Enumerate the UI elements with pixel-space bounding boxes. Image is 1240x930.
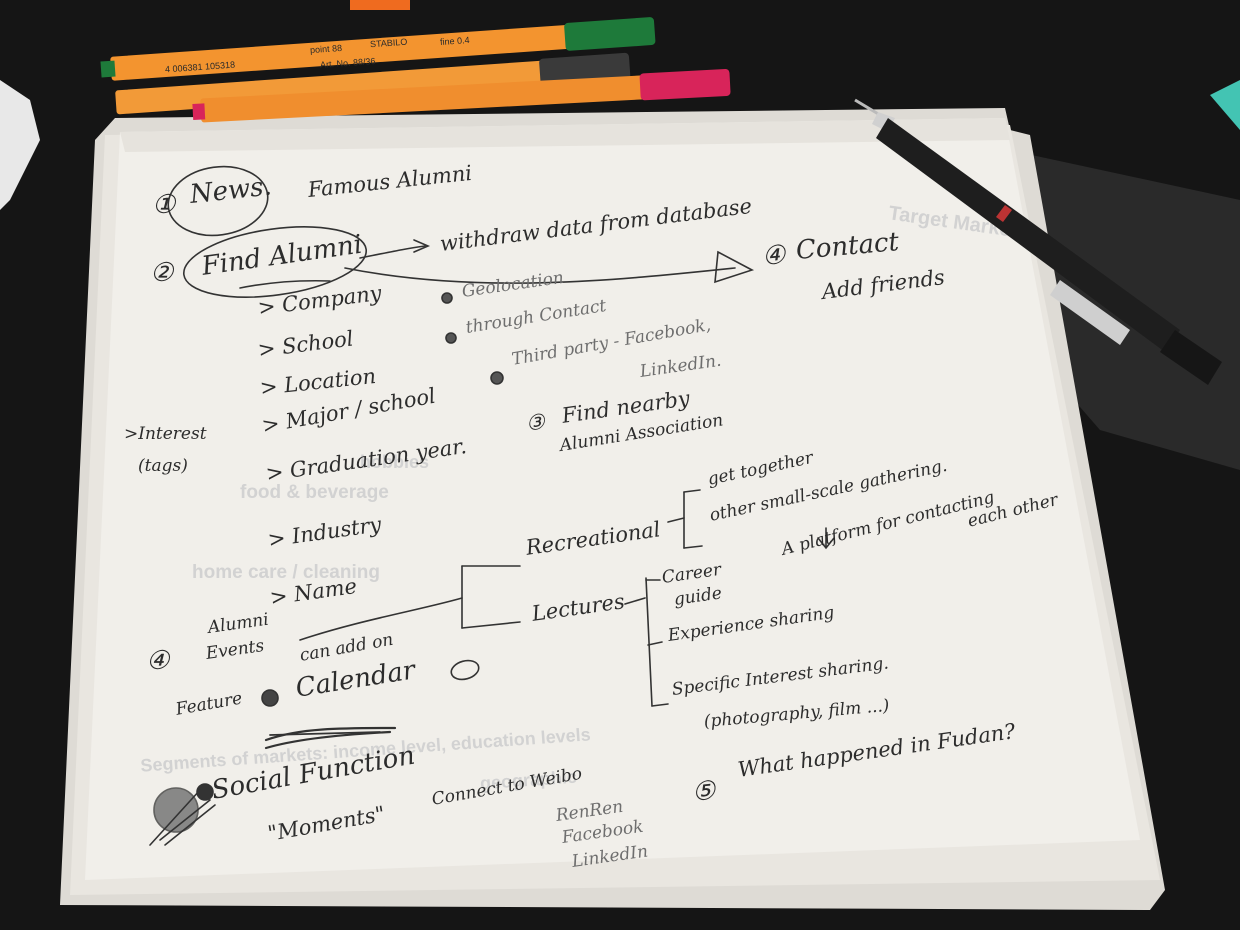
section-2-number: ②: [150, 258, 174, 288]
section-4-number: ④: [146, 646, 170, 676]
contact-number: ④: [760, 240, 787, 272]
contact-arrow: [344, 267, 736, 284]
bleed-hobbies: hobbies: [360, 452, 430, 472]
find-alumni-circle: [182, 226, 368, 298]
pink-cap-pen: [192, 69, 731, 123]
interest-label: >Interest: [124, 424, 207, 444]
front-sheet: [85, 118, 1140, 880]
news-circle: [167, 165, 269, 237]
withdraw-arrow: [359, 245, 426, 259]
green-cap-pen: [100, 17, 656, 81]
section-3-number: ③: [524, 409, 547, 436]
bleed-food: food & beverage: [240, 482, 389, 503]
tags-label: (tags): [138, 456, 188, 476]
section-1-number: ①: [152, 190, 176, 220]
bleed-home: home care / cleaning: [192, 562, 380, 583]
section-5-number: ⑤: [690, 775, 717, 808]
mechanical-pencil: [854, 98, 1222, 385]
